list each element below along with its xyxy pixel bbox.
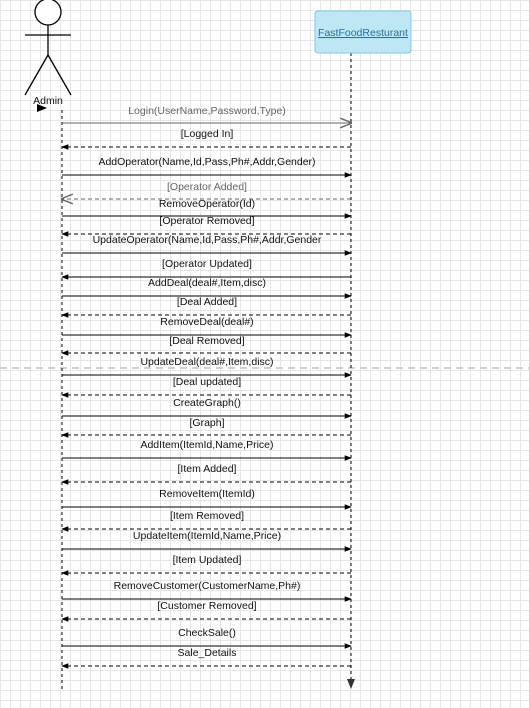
message-label: [Deal Added] bbox=[177, 296, 237, 308]
message-label: RemoveOperator(Id) bbox=[159, 198, 255, 210]
message-11[interactable]: RemoveDeal(deal#) bbox=[62, 316, 352, 338]
message-2[interactable]: [Logged In] bbox=[61, 128, 351, 150]
message-4[interactable]: [Operator Added] bbox=[62, 181, 351, 199]
message-label: [Item Removed] bbox=[170, 510, 244, 522]
message-label: [Customer Removed] bbox=[157, 600, 256, 612]
message-label: Login(UserName,Password,Type) bbox=[128, 105, 286, 117]
message-3[interactable]: AddOperator(Name,Id,Pass,Ph#,Addr,Gender… bbox=[62, 156, 352, 178]
system-name: FastFoodResturant bbox=[318, 27, 408, 39]
message-label: [Logged In] bbox=[181, 128, 234, 140]
message-12[interactable]: [Deal Removed] bbox=[61, 335, 351, 356]
message-label: CreateGraph() bbox=[173, 397, 241, 409]
message-label: [Graph] bbox=[189, 417, 224, 429]
message-label: [Operator Updated] bbox=[162, 258, 252, 270]
message-8[interactable]: [Operator Updated] bbox=[61, 258, 351, 280]
system-participant[interactable]: FastFoodResturant bbox=[314, 10, 412, 54]
message-label: [Deal Removed] bbox=[169, 335, 244, 347]
message-10[interactable]: [Deal Added] bbox=[61, 296, 351, 318]
message-5[interactable]: RemoveOperator(Id) bbox=[62, 198, 352, 219]
message-24[interactable]: [Customer Removed] bbox=[61, 600, 351, 622]
message-7[interactable]: UpdateOperator(Name,Id,Pass,Ph#,Addr,Gen… bbox=[62, 234, 352, 256]
message-label: UpdateDeal(deal#,Item,disc) bbox=[140, 356, 273, 368]
message-18[interactable]: [Item Added] bbox=[61, 463, 351, 485]
message-13[interactable]: UpdateDeal(deal#,Item,disc) bbox=[62, 356, 352, 378]
message-label: [Item Updated] bbox=[173, 554, 242, 566]
message-17[interactable]: AddItem(ItemId,Name,Price) bbox=[62, 439, 352, 461]
message-22[interactable]: [Item Updated] bbox=[61, 554, 351, 576]
message-15[interactable]: CreateGraph() bbox=[62, 397, 352, 419]
message-label: [Deal updated] bbox=[173, 376, 241, 388]
message-label: RemoveItem(ItemId) bbox=[159, 488, 255, 500]
message-label: RemoveDeal(deal#) bbox=[160, 316, 253, 328]
message-25[interactable]: CheckSale() bbox=[62, 627, 352, 649]
message-9[interactable]: AddDeal(deal#,Item,disc) bbox=[62, 277, 352, 299]
message-label: [Item Added] bbox=[178, 463, 237, 475]
message-20[interactable]: [Item Removed] bbox=[61, 510, 351, 532]
message-label: RemoveCustomer(CustomerName,Ph#) bbox=[114, 580, 301, 592]
message-label: [Operator Added] bbox=[167, 181, 247, 193]
message-19[interactable]: RemoveItem(ItemId) bbox=[62, 488, 352, 510]
actor-small-arrow bbox=[37, 104, 47, 112]
actor-right-leg bbox=[47, 54, 72, 96]
message-label: AddOperator(Name,Id,Pass,Ph#,Addr,Gender… bbox=[98, 156, 315, 168]
message-6[interactable]: [Operator Removed] bbox=[61, 215, 351, 237]
admin-actor[interactable]: Admin bbox=[24, 0, 72, 107]
message-label: Sale_Details bbox=[178, 647, 237, 659]
actor-head bbox=[34, 0, 62, 26]
message-label: UpdateOperator(Name,Id,Pass,Ph#,Addr,Gen… bbox=[93, 234, 322, 246]
message-label: AddDeal(deal#,Item,disc) bbox=[148, 277, 266, 289]
message-label: CheckSale() bbox=[178, 627, 236, 639]
message-1[interactable]: Login(UserName,Password,Type) bbox=[62, 105, 351, 123]
message-16[interactable]: [Graph] bbox=[61, 417, 351, 438]
message-label: [Operator Removed] bbox=[159, 215, 254, 227]
message-label: UpdateItem(ItemId,Name,Price) bbox=[133, 530, 281, 542]
message-14[interactable]: [Deal updated] bbox=[61, 376, 351, 398]
message-23[interactable]: RemoveCustomer(CustomerName,Ph#) bbox=[62, 580, 352, 602]
message-26[interactable]: Sale_Details bbox=[61, 647, 351, 669]
message-21[interactable]: UpdateItem(ItemId,Name,Price) bbox=[62, 530, 352, 552]
system-lifeline-end-arrow bbox=[347, 679, 355, 689]
message-label: AddItem(ItemId,Name,Price) bbox=[140, 439, 273, 451]
actor-name: Admin bbox=[33, 95, 63, 107]
system-box bbox=[314, 10, 412, 54]
actor-left-leg bbox=[24, 54, 49, 96]
